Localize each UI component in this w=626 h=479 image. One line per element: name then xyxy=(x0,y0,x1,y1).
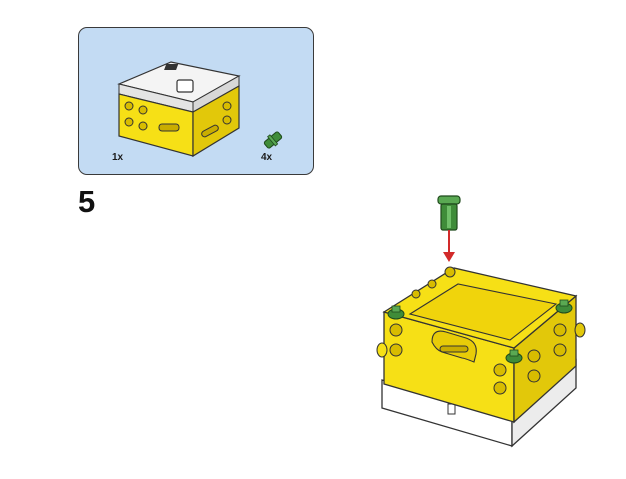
hub-box-part-icon xyxy=(117,61,241,158)
installed-peg-front-right xyxy=(505,349,523,364)
assembly-illustration xyxy=(376,195,586,448)
installed-peg-front-left xyxy=(387,305,405,320)
green-connector-peg-icon xyxy=(437,195,461,231)
insert-arrow-icon xyxy=(443,230,455,262)
installed-peg-back-right xyxy=(555,299,573,314)
parts-list-panel: 1x 4x xyxy=(78,27,314,175)
green-connector-peg-icon xyxy=(263,131,283,149)
connector-peg-quantity: 4x xyxy=(261,152,273,163)
hub-box-quantity: 1x xyxy=(112,152,124,163)
step-number: 5 xyxy=(78,184,96,219)
